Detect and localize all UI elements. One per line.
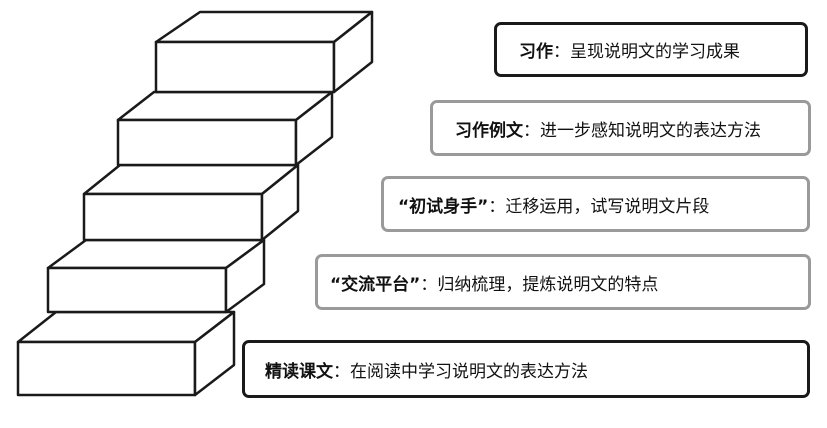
step-box-first-try-title: “初试身手”: [398, 196, 489, 217]
step-box-exchange-platform-separator: ：: [420, 274, 438, 295]
stair-step-5-riser: [154, 40, 336, 94]
step-box-first-try-description: 迁移运用，试写说明文片段: [505, 196, 710, 217]
step-box-example-essay-description: 进一步感知说明文的表达方法: [540, 120, 761, 141]
step-box-exchange-platform-description: 归纳梳理，提炼说明文的特点: [437, 274, 659, 295]
stair-step-5-side: [332, 10, 374, 94]
step-box-exchange-platform-title: “交流平台”: [330, 274, 421, 295]
step-box-example-essay-title: 习作例文: [455, 120, 523, 141]
step-box-first-try-separator: ：: [488, 196, 506, 217]
stair-step-1-side: [193, 310, 236, 397]
step-box-example-essay-separator: ：: [523, 120, 540, 141]
stair-step-2-side: [224, 238, 266, 314]
step-box-intensive-reading-separator: ：: [333, 361, 350, 382]
stair-step-4-side: [294, 90, 334, 167]
step-box-example-essay: 习作例文：进一步感知说明文的表达方法: [430, 100, 811, 156]
stair-step-2-riser: [46, 266, 228, 314]
stair-step-1-riser: [16, 340, 197, 397]
step-box-first-try: “初试身手”：迁移运用，试写说明文片段: [381, 176, 810, 232]
step-box-writing: 习作：呈现说明文的学习成果: [494, 22, 808, 77]
step-box-writing-separator: ：: [553, 42, 570, 62]
step-box-intensive-reading: 精读课文：在阅读中学习说明文的表达方法: [242, 340, 810, 398]
step-box-exchange-platform: “交流平台”：归纳梳理，提炼说明文的特点: [315, 254, 811, 310]
step-box-intensive-reading-description: 在阅读中学习说明文的表达方法: [350, 361, 588, 382]
stair-step-3-riser: [82, 192, 264, 242]
step-box-writing-title: 习作: [519, 42, 553, 62]
step-box-intensive-reading-title: 精读课文: [265, 361, 333, 382]
stair-step-4-riser: [116, 118, 298, 167]
stair-step-3-side: [260, 163, 300, 242]
step-box-writing-description: 呈现说明文的学习成果: [570, 42, 740, 62]
